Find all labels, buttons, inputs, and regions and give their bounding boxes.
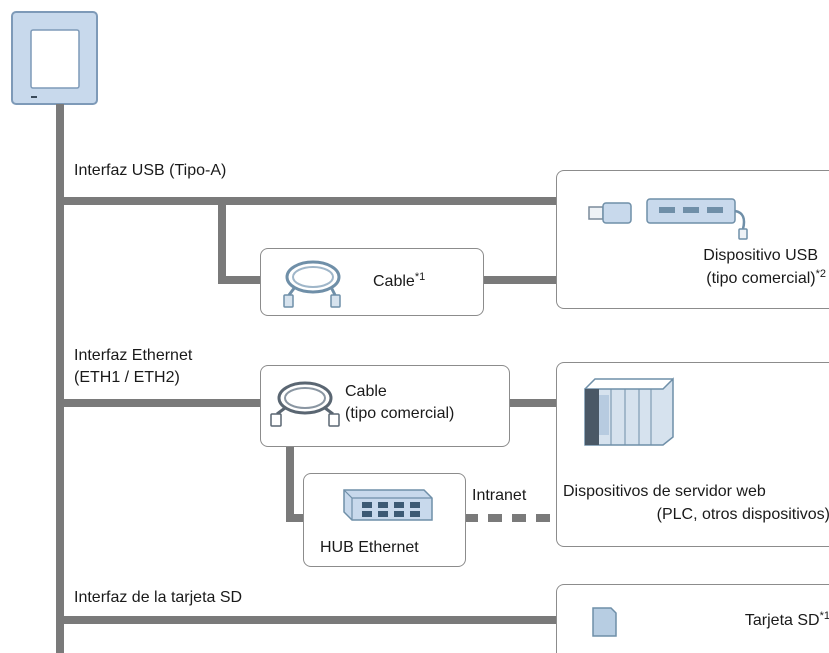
sd-card-box: Tarjeta SD*1 — [556, 584, 829, 653]
ethernet-cable-type: (tipo comercial) — [345, 405, 455, 422]
usb-cable-icon — [283, 260, 341, 308]
web-server-devices-box: Dispositivos de servidor web (PLC, otros… — [556, 362, 829, 547]
usb-device-type: (tipo comercial)*2 — [706, 268, 826, 288]
hub-label: HUB Ethernet — [320, 539, 419, 556]
sd-card-label: Tarjeta SD*1 — [744, 610, 829, 630]
web-server-examples: (PLC, otros dispositivos) — [656, 506, 829, 523]
usb-device-box: Dispositivo USB (tipo comercial)*2 — [556, 170, 829, 309]
ethernet-hub-icon — [343, 489, 433, 521]
usb-interface-label: Interfaz USB (Tipo-A) — [74, 162, 227, 179]
usb-flash-drive-icon — [588, 202, 632, 224]
usb-device-label: Dispositivo USB — [703, 247, 818, 264]
ethernet-hub-box: HUB Ethernet — [303, 473, 466, 567]
ethernet-interface-ports: (ETH1 / ETH2) — [74, 369, 180, 386]
sd-card-icon — [592, 607, 617, 637]
web-server-label: Dispositivos de servidor web — [563, 483, 766, 500]
ethernet-cable-icon — [270, 381, 340, 427]
sd-interface-label: Interfaz de la tarjeta SD — [74, 589, 243, 606]
ethernet-interface-label: Interfaz Ethernet — [74, 347, 193, 364]
usb-cable-box: Cable*1 — [260, 248, 484, 316]
intranet-label: Intranet — [472, 487, 527, 504]
hmi-panel-icon — [11, 11, 98, 105]
ethernet-cable-box: Cable (tipo comercial) — [260, 365, 510, 447]
ethernet-cable-label: Cable — [345, 383, 387, 400]
plc-icon — [584, 377, 674, 446]
usb-cable-label: Cable*1 — [373, 271, 426, 291]
usb-card-reader-icon — [646, 198, 748, 240]
